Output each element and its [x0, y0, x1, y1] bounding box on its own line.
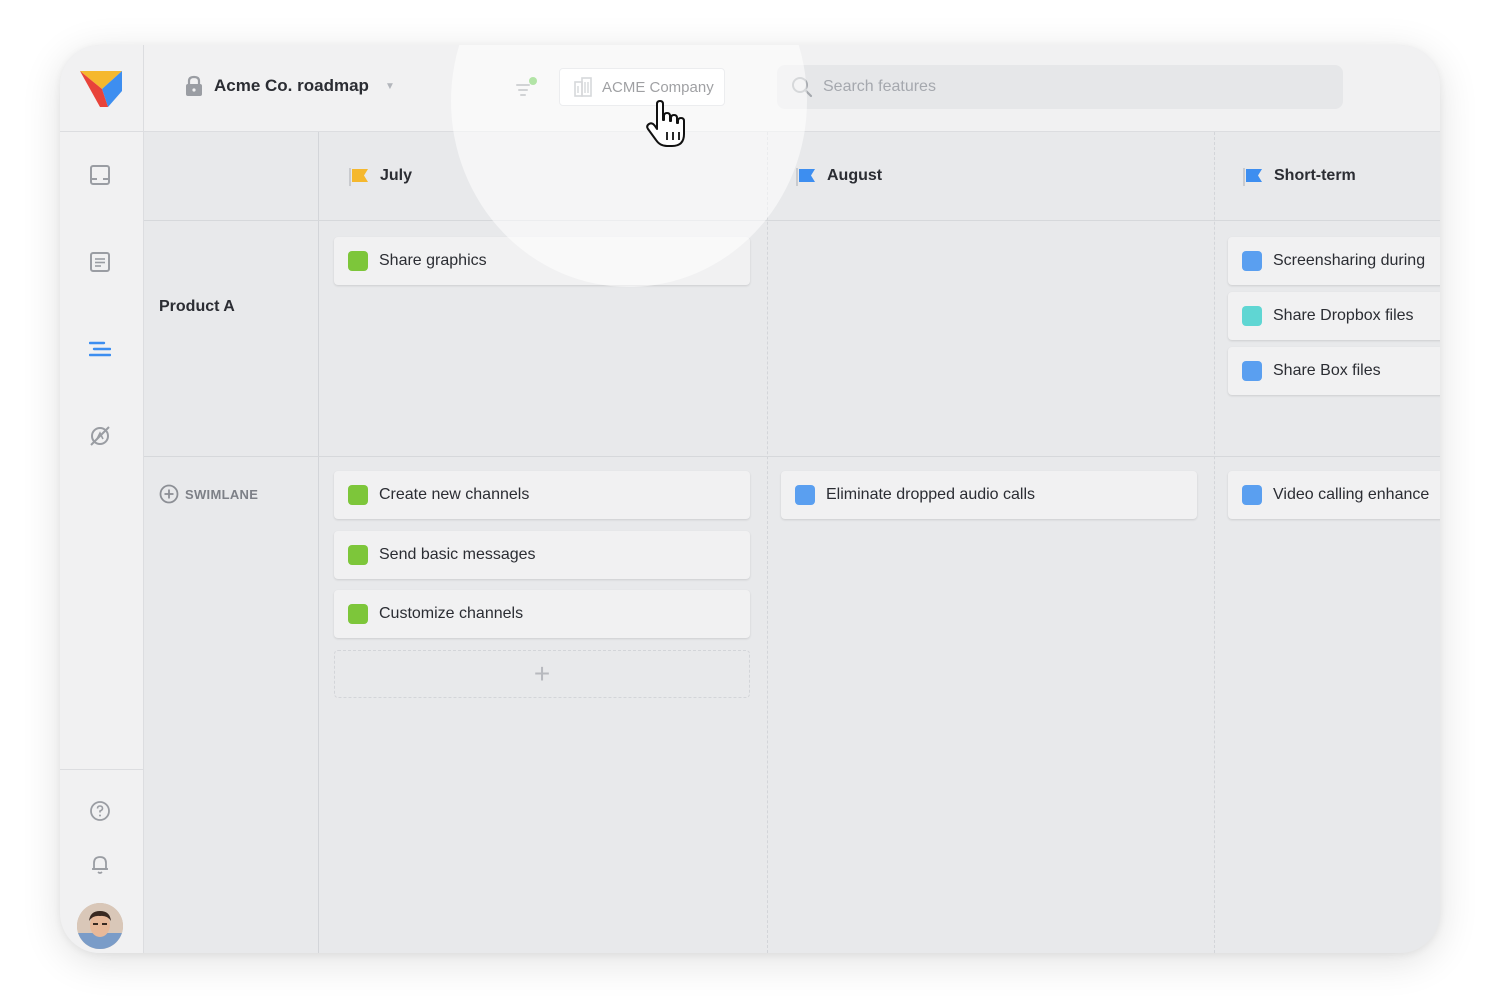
building-icon [574, 77, 592, 97]
column-header-august[interactable]: August [795, 166, 882, 186]
column-divider [318, 132, 319, 953]
top-bar: Acme Co. roadmap ▼ ACME Company [144, 45, 1440, 132]
feature-title: Share graphics [379, 252, 487, 269]
inbox-icon[interactable] [87, 162, 113, 188]
feature-title: Create new channels [379, 486, 530, 503]
company-filter-button[interactable]: ACME Company [559, 68, 725, 106]
flag-icon [796, 168, 815, 186]
feature-card[interactable]: Screensharing during [1228, 237, 1440, 285]
flag-icon [349, 168, 368, 186]
status-swatch [348, 604, 368, 624]
header-divider [144, 220, 1440, 221]
add-feature-button[interactable]: + [334, 650, 750, 698]
roadmap-board: July August Short-term Product A SWIMLAN… [144, 132, 1440, 953]
roadmap-icon[interactable] [87, 336, 113, 362]
feature-card[interactable]: Send basic messages [334, 531, 750, 579]
column-divider [1214, 132, 1215, 953]
status-swatch [795, 485, 815, 505]
status-swatch [1242, 306, 1262, 326]
roadmap-selector[interactable]: Acme Co. roadmap ▼ [184, 75, 395, 97]
user-avatar[interactable] [77, 903, 123, 949]
rail-divider [60, 131, 143, 132]
lock-icon [186, 75, 202, 96]
search-input[interactable] [821, 77, 1305, 97]
status-swatch [1242, 361, 1262, 381]
add-swimlane-label: SWIMLANE [185, 486, 259, 502]
column-label: July [380, 167, 413, 184]
column-header-short-term[interactable]: Short-term [1242, 166, 1356, 186]
search-icon [792, 77, 813, 98]
feature-card[interactable]: Customize channels [334, 590, 750, 638]
status-swatch [1242, 485, 1262, 505]
insights-icon[interactable] [87, 423, 113, 449]
left-nav-rail [60, 45, 144, 953]
app-logo[interactable] [78, 69, 124, 109]
row-label-product-a[interactable]: Product A [159, 298, 235, 315]
rail-divider-bottom [60, 769, 143, 770]
feature-card[interactable]: Eliminate dropped audio calls [781, 471, 1197, 519]
document-icon[interactable] [87, 249, 113, 275]
feature-title: Share Dropbox files [1273, 307, 1414, 324]
feature-card[interactable]: Video calling enhance [1228, 471, 1440, 519]
row-divider [144, 456, 1440, 457]
feature-title: Screensharing during [1273, 252, 1426, 269]
feature-title: Eliminate dropped audio calls [826, 486, 1036, 503]
flag-icon [1243, 168, 1262, 186]
plus-circle-icon [159, 484, 179, 504]
feature-title: Customize channels [379, 605, 524, 622]
column-label: Short-term [1274, 167, 1356, 184]
app-window: Acme Co. roadmap ▼ ACME Company [60, 45, 1440, 953]
plus-icon: + [533, 658, 551, 689]
feature-card[interactable]: Create new channels [334, 471, 750, 519]
bell-icon[interactable] [87, 851, 113, 877]
help-icon[interactable] [87, 798, 113, 824]
status-swatch [348, 545, 368, 565]
hand-cursor-icon [646, 100, 685, 147]
filter-icon [516, 77, 537, 96]
feature-title: Video calling enhance [1273, 486, 1430, 503]
feature-title: Send basic messages [379, 546, 536, 563]
column-label: August [827, 167, 883, 184]
status-swatch [348, 251, 368, 271]
feature-card[interactable]: Share Box files [1228, 347, 1440, 395]
column-divider [767, 132, 768, 953]
add-swimlane-button[interactable]: SWIMLANE [159, 484, 258, 504]
company-filter-label: ACME Company [602, 78, 714, 96]
column-header-july[interactable]: July [348, 166, 412, 186]
feature-card[interactable]: Share graphics [334, 237, 750, 285]
status-swatch [1242, 251, 1262, 271]
chevron-down-icon: ▼ [384, 80, 395, 92]
feature-card[interactable]: Share Dropbox files [1228, 292, 1440, 340]
feature-title: Share Box files [1273, 362, 1381, 379]
roadmap-title: Acme Co. roadmap [214, 76, 369, 95]
status-swatch [348, 485, 368, 505]
search-bar[interactable] [777, 65, 1343, 109]
filter-button[interactable] [514, 75, 542, 103]
